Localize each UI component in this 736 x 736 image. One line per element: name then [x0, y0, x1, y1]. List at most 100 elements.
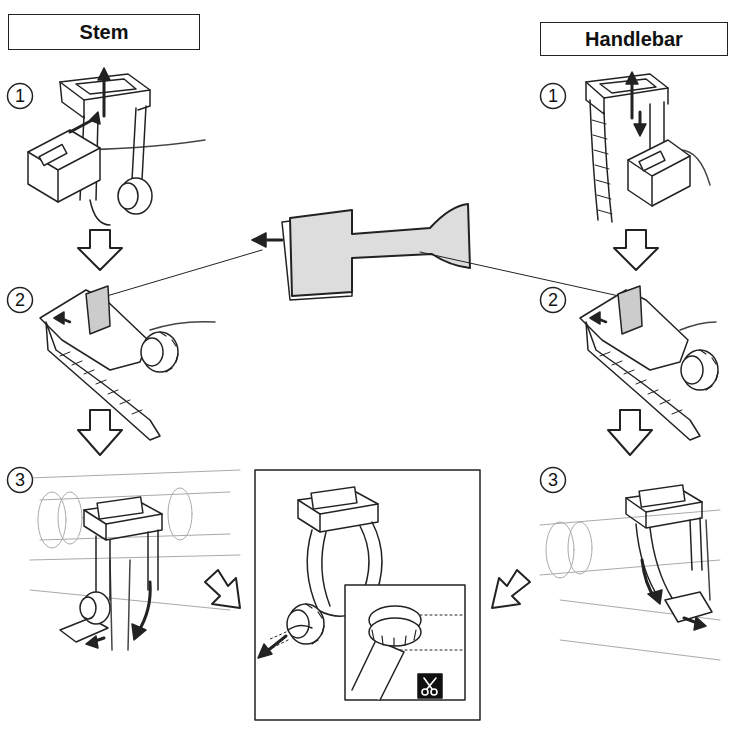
stem-step1-part [98, 68, 110, 80]
callout-circle-outline [541, 84, 566, 109]
step-arrows-part [78, 230, 122, 270]
step-arrows-part [614, 230, 658, 270]
stem-step2-part [150, 322, 215, 330]
handlebar-step2-part [586, 322, 700, 440]
header-text: Stem [80, 21, 129, 44]
result-panel-part [352, 640, 404, 700]
result-panel [255, 470, 480, 720]
handlebar-step3-part [694, 617, 706, 630]
handlebar-step1-part [626, 72, 638, 84]
stem-step1 [28, 68, 205, 225]
stem-step2-part [160, 332, 178, 372]
handlebar-step1-part [631, 80, 634, 118]
result-panel-part-part [422, 689, 428, 695]
result-panel-part [369, 618, 421, 646]
handlebar-step2-part [590, 312, 600, 324]
handlebar-step3-part [665, 592, 712, 622]
stem-step3 [30, 470, 240, 650]
stem-step3-part-part [40, 492, 230, 540]
step-number: 3 [548, 470, 558, 491]
callout-circle-outline [541, 288, 566, 313]
rubber-pad [100, 204, 628, 300]
section-header: Stem [8, 14, 200, 50]
handlebar-step3-part-part [560, 640, 720, 660]
result-panel-part [288, 604, 324, 644]
stem-step2-part [60, 352, 142, 414]
step-arrows-part [205, 570, 240, 608]
handlebar-step3-part [648, 590, 662, 604]
result-panel-part [307, 530, 330, 610]
stem-step3-part-part [38, 492, 66, 548]
handlebar-step1-part [586, 74, 668, 98]
rubber-pad-part [290, 204, 470, 296]
stem-step3-part [80, 597, 96, 619]
stem-step1-part [90, 200, 110, 225]
step-arrows-part [492, 570, 530, 608]
handlebar-step2 [580, 286, 718, 440]
handlebar-step1-part [628, 140, 690, 206]
result-panel-part-part [424, 678, 436, 689]
handlebar-step2-part [682, 350, 718, 390]
handlebar-step3-part [639, 485, 685, 507]
handlebar-step2-part [618, 286, 642, 334]
result-panel-part [418, 674, 442, 698]
handlebar-step1-part [586, 82, 668, 114]
result-panel-part [287, 610, 309, 638]
handlebar-step2-part [680, 322, 716, 330]
callout-circle-outline [8, 84, 33, 109]
header-text: Handlebar [585, 28, 683, 51]
handlebar-step1-part [592, 120, 612, 214]
stem-step1-part [90, 112, 100, 124]
callout-number: 2 [539, 286, 567, 314]
stem-step1-part [103, 76, 106, 116]
result-panel-part [345, 585, 465, 700]
handlebar-step1 [586, 72, 710, 222]
rubber-pad-part [420, 252, 628, 298]
stem-step2-part [142, 332, 178, 372]
stem-step3-part [30, 470, 240, 610]
stem-step3-part-part [168, 488, 192, 540]
stem-step3-part [138, 582, 150, 632]
step-number: 2 [548, 290, 558, 311]
callout-number: 1 [539, 82, 567, 110]
section-header: Handlebar [540, 22, 728, 56]
stem-step2 [40, 286, 215, 440]
handlebar-step2-part [681, 356, 703, 384]
stem-step1-part [118, 183, 138, 209]
callout-circle-outline [8, 468, 33, 493]
result-panel-part [268, 632, 288, 648]
handlebar-step3-part-part [546, 522, 574, 578]
handlebar-step1-part [590, 100, 612, 222]
stem-step3-part [132, 624, 146, 640]
stem-step3-part [110, 560, 130, 650]
result-panel-part [298, 500, 378, 532]
stem-step1-part [138, 90, 150, 110]
handlebar-step3-part-part [568, 522, 592, 574]
handlebar-step3 [540, 485, 720, 660]
stem-step2-part [54, 312, 64, 324]
stem-step1-part [28, 130, 100, 202]
stem-step3-part [96, 530, 158, 600]
handlebar-step1-part [634, 124, 646, 136]
result-panel-part [422, 678, 437, 695]
result-panel-part [372, 630, 416, 646]
handlebar-step2-part [600, 352, 682, 414]
callout-circle-outline [541, 468, 566, 493]
step-number: 2 [15, 290, 25, 311]
step-arrows [78, 230, 658, 608]
step-arrows-part [78, 410, 122, 455]
step-number: 1 [15, 86, 25, 107]
stem-step2-part [46, 322, 160, 440]
step-number: 1 [548, 86, 558, 107]
rubber-pad-part [100, 250, 262, 298]
callout-number: 1 [6, 82, 34, 110]
stem-step1-part [132, 106, 146, 180]
stem-step1-part [39, 144, 67, 165]
rubber-pad-part [252, 233, 266, 247]
handlebar-step1-part [639, 151, 665, 171]
stem-step3-part-part [58, 492, 82, 544]
handlebar-step3-part [540, 510, 720, 660]
